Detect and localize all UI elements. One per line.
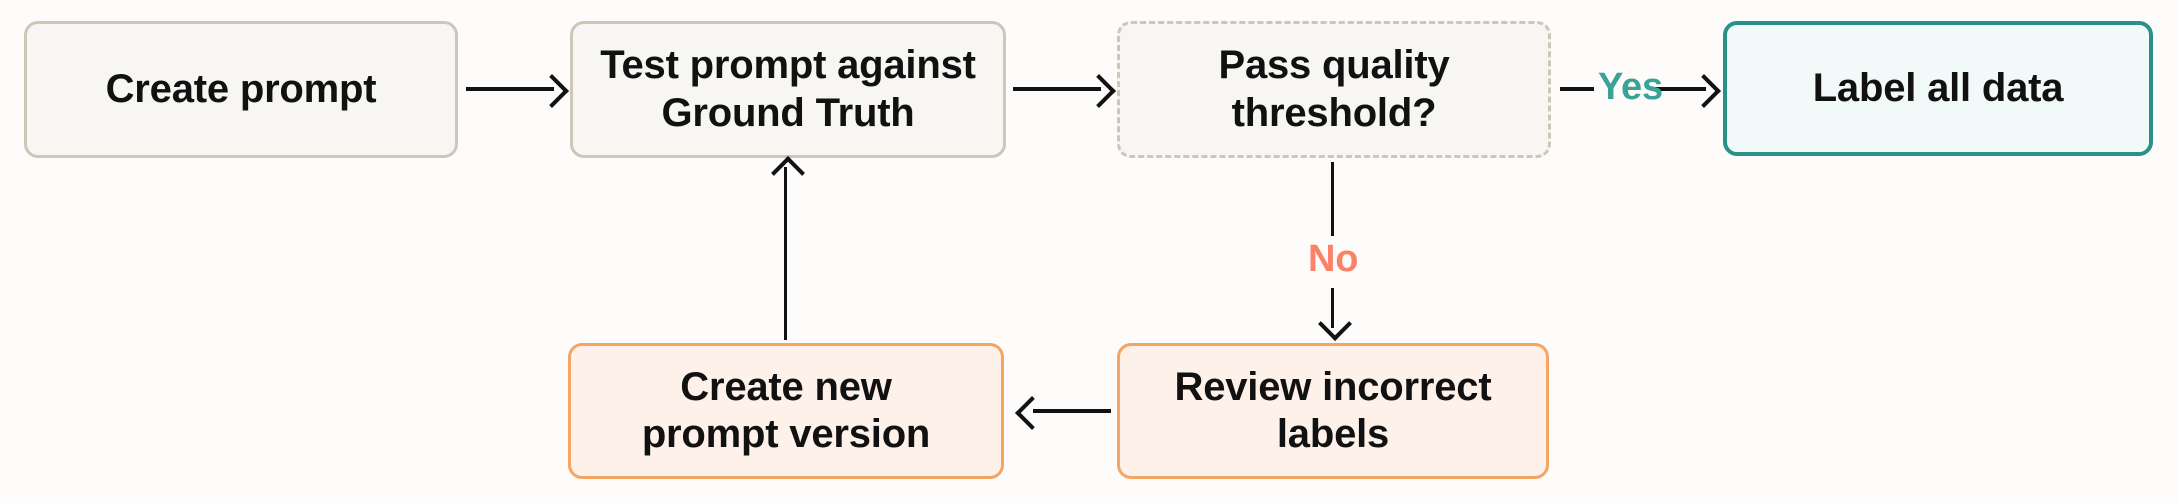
arrow-line-segment-left [1560, 87, 1594, 91]
edge-label-no: No [1308, 238, 1359, 280]
arrow-head-right-icon [535, 74, 569, 108]
arrow-line [466, 87, 554, 91]
arrow-line-segment-bottom [1331, 288, 1334, 328]
arrow-head-right-icon [1687, 74, 1721, 108]
node-test-prompt[interactable]: Test prompt against Ground Truth [570, 21, 1006, 158]
arrow-head-up-icon [771, 156, 805, 190]
arrow-head-left-icon [1015, 396, 1049, 430]
node-pass-quality-threshold[interactable]: Pass quality threshold? [1117, 21, 1551, 158]
arrow-line [784, 167, 787, 340]
arrow-line-segment-right [1654, 87, 1706, 91]
node-test-prompt-label: Test prompt against Ground Truth [600, 43, 976, 135]
arrow-head-down-icon [1318, 307, 1352, 341]
node-pass-quality-threshold-label: Pass quality threshold? [1218, 43, 1450, 135]
node-create-prompt[interactable]: Create prompt [24, 21, 458, 158]
node-review-incorrect-labels[interactable]: Review incorrect labels [1117, 343, 1549, 479]
node-review-incorrect-labels-label: Review incorrect labels [1174, 364, 1492, 456]
node-create-new-prompt-version-label: Create new prompt version [641, 364, 931, 456]
arrow-head-right-icon [1082, 74, 1116, 108]
node-label-all-data[interactable]: Label all data [1723, 21, 2153, 156]
node-create-prompt-label: Create prompt [105, 66, 377, 111]
arrow-line [1033, 409, 1111, 413]
edge-label-yes: Yes [1598, 66, 1663, 108]
node-label-all-data-label: Label all data [1812, 65, 2064, 110]
arrow-line [1013, 87, 1101, 91]
arrow-line-segment-top [1331, 162, 1334, 236]
node-create-new-prompt-version[interactable]: Create new prompt version [568, 343, 1004, 479]
